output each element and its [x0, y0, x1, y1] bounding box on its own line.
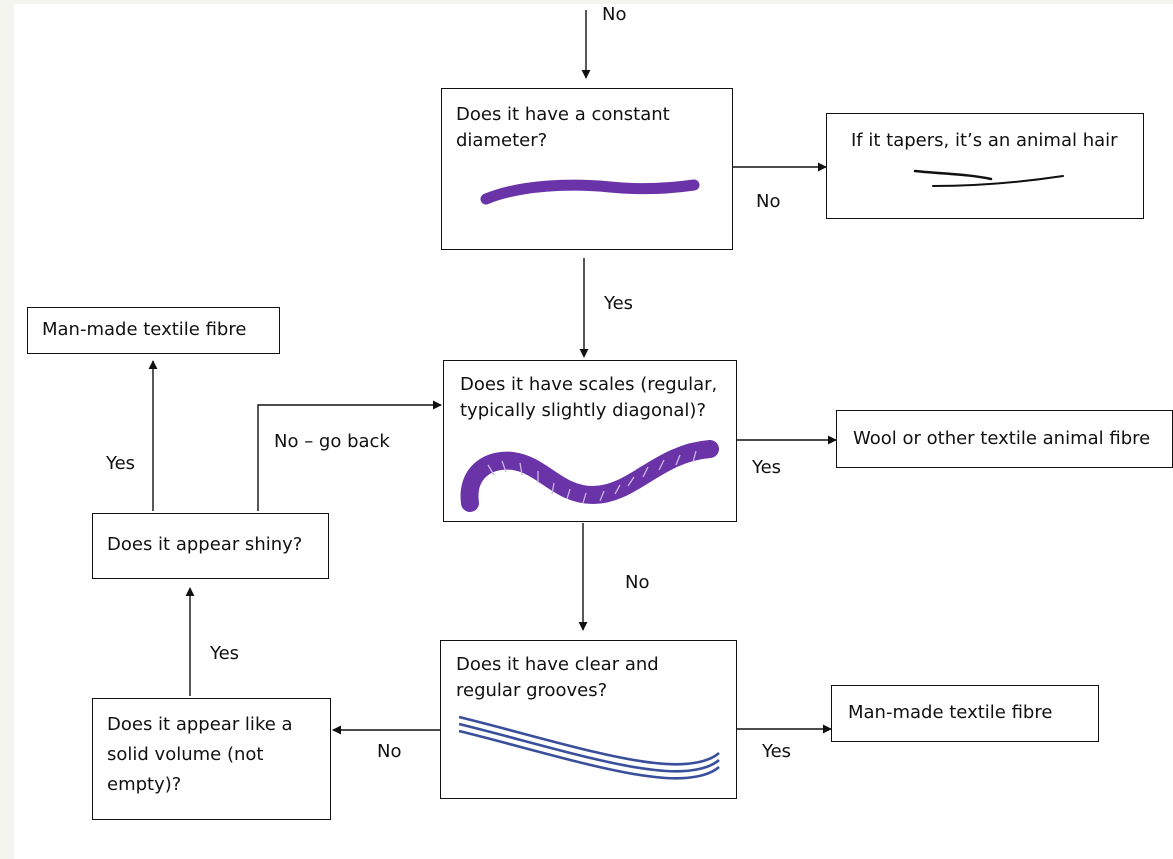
- groove-line-2: [458, 722, 720, 773]
- arrow-shiny-go-back: [257, 400, 442, 511]
- label-grooves-no: No: [377, 741, 402, 762]
- label-diameter-yes: Yes: [604, 293, 634, 314]
- label-shiny-no-go-back: No – go back: [274, 431, 390, 452]
- shiny-box: Does it appear shiny?: [92, 513, 329, 579]
- label-diameter-no: No: [756, 191, 781, 212]
- label-shiny-yes: Yes: [106, 453, 136, 474]
- fibre-scale-marks: [487, 450, 697, 504]
- solid-volume-box: Does it appear like a solid volume (not …: [92, 698, 331, 820]
- label-scales-yes: Yes: [752, 457, 782, 478]
- grooves-question: Does it have clear and regular grooves?: [456, 654, 659, 701]
- scales-question: Does it have scales (regular, typically …: [460, 374, 718, 421]
- animal-hair-result: If it tapers, it’s an animal hair: [851, 130, 1118, 151]
- groove-line-1: [458, 715, 720, 766]
- manmade-right-box: Man-made textile fibre: [831, 685, 1099, 742]
- manmade-right-result: Man-made textile fibre: [848, 702, 1053, 723]
- fibre-purple-constant: [480, 179, 700, 205]
- smooth-fibre-illustration: [480, 179, 700, 205]
- label-top-no: No: [602, 4, 627, 25]
- constant-diameter-question: Does it have a constant diameter?: [456, 104, 670, 151]
- scales-box: Does it have scales (regular, typically …: [443, 360, 737, 522]
- wool-box: Wool or other textile animal fibre: [836, 410, 1173, 468]
- hair-strand-upper: [913, 169, 993, 181]
- label-grooves-yes: Yes: [762, 741, 792, 762]
- animal-hair-box: If it tapers, it’s an animal hair: [826, 113, 1144, 219]
- solid-volume-question: Does it appear like a solid volume (not …: [107, 714, 293, 795]
- grooves-box: Does it have clear and regular grooves?: [440, 640, 737, 799]
- groove-line-3: [458, 729, 720, 780]
- constant-diameter-box: Does it have a constant diameter?: [441, 88, 733, 250]
- fibre-purple-scaled: [460, 440, 719, 512]
- manmade-top-result: Man-made textile fibre: [42, 319, 247, 340]
- shiny-question: Does it appear shiny?: [107, 534, 303, 555]
- manmade-top-box: Man-made textile fibre: [27, 307, 280, 354]
- grooved-fibre-illustration: [458, 715, 720, 780]
- label-solid-yes: Yes: [210, 643, 240, 664]
- hair-strand-lower: [932, 175, 1064, 187]
- label-scales-no: No: [625, 572, 650, 593]
- wool-result: Wool or other textile animal fibre: [853, 428, 1151, 449]
- scaled-fibre-illustration: [460, 440, 719, 512]
- tapered-hair-illustration: [913, 169, 1064, 187]
